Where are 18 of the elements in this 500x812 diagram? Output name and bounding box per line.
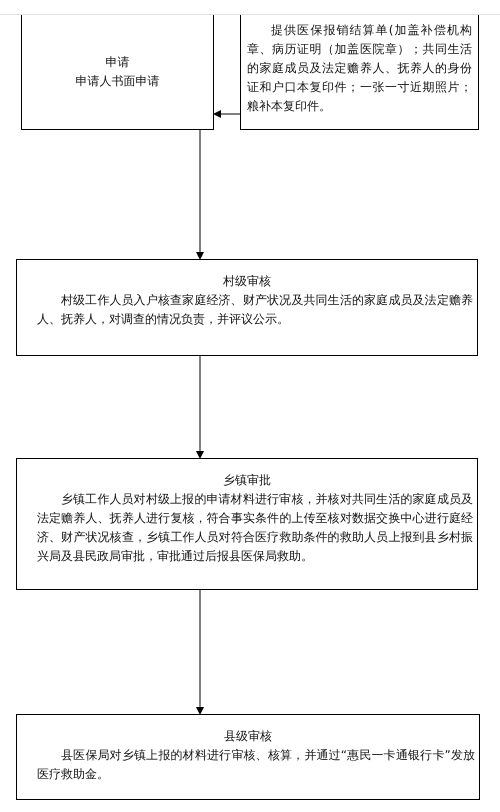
box-text: 申请 [104, 54, 130, 71]
process-box [16, 458, 478, 590]
box-text: 乡镇工作人员对村级上报的申请材料进行审核，并核对共同生活的家庭成员及法定赡养人、抚养人进行复核，符合事实条件的上传至核对数据交换中心进行庭经济、财产状况核查，乡镇工作人员对符合医疗救助条件的救助人员上报到县乡村振兴局及县民政局审批，审批通过后报县医保局救助。 [37, 491, 473, 565]
arrow [213, 110, 240, 118]
box-text: 提供医保报销结算单(加盖补偿机构章、病历证明（加盖医院章）；共同生活的家庭成员及法定赡养人、抚养人的身份证和户口本复印件；一张一寸近期照片；粮补本复印件。 [247, 22, 472, 115]
process-box [21, 15, 214, 130]
process-box [16, 714, 480, 800]
process-box [240, 15, 479, 130]
arrow [196, 356, 204, 459]
box-heading: 乡镇审批 [222, 472, 272, 489]
box-text: 申请人书面申请 [74, 73, 160, 90]
process-box [16, 259, 478, 356]
arrow [196, 590, 204, 715]
box-heading: 村级审核 [222, 273, 272, 290]
box-text: 县医保局对乡镇上报的材料进行审核、核算，并通过“惠民一卡通银行卡”发放医疗救助金。 [37, 747, 475, 783]
box-text: 村级工作人员入户核查家庭经济、财产状况及共同生活的家庭成员及法定赡养人、抚养人，对调查的情况负责，并评议公示。 [37, 292, 473, 328]
arrow [196, 130, 204, 260]
box-heading: 县级审核 [223, 728, 273, 745]
